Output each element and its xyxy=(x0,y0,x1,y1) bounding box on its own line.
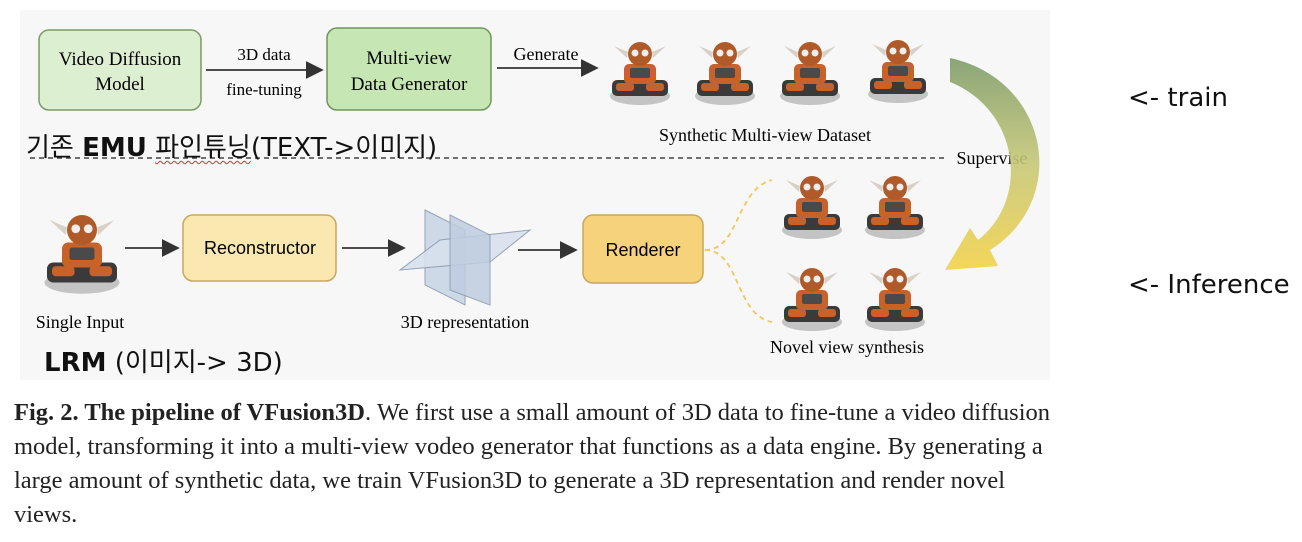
synthetic-robot-3 xyxy=(780,42,840,105)
caption-text: . We first use a small amount of 3D data… xyxy=(14,399,1051,528)
renderer-bracket xyxy=(704,179,773,323)
emu-space xyxy=(147,133,155,163)
supervise-curve-arrow xyxy=(945,58,1040,270)
finetune-label-2: fine-tuning xyxy=(226,80,302,99)
representation-label: 3D representation xyxy=(401,312,529,332)
triplane-representation xyxy=(398,209,532,306)
single-input-label: Single Input xyxy=(36,312,125,332)
reconstructor-label: Reconstructor xyxy=(204,238,316,258)
lrm-annotation: LRM (이미지-> 3D) xyxy=(44,342,283,379)
synthetic-robot-2 xyxy=(695,42,755,105)
multiview-generator-label-2: Data Generator xyxy=(351,74,468,95)
emu-annotation: 기존 EMU 파인튜닝(TEXT->이미지) xyxy=(26,127,437,164)
inference-annotation: <- Inference xyxy=(1128,270,1290,300)
reconstructor-box xyxy=(182,214,337,282)
video-diffusion-label-1: Video Diffusion xyxy=(59,49,182,70)
video-diffusion-label-2: Model xyxy=(95,74,145,95)
emu-suffix: (TEXT->이미지) xyxy=(250,133,438,163)
multiview-generator-box xyxy=(326,27,492,111)
caption-bold: Fig. 2. The pipeline of VFusion3D xyxy=(14,399,366,426)
emu-bold: EMU xyxy=(82,133,147,163)
renderer-box xyxy=(582,214,704,284)
novel-view-label: Novel view synthesis xyxy=(770,337,924,357)
train-annotation: <- train xyxy=(1128,83,1228,113)
emu-finetune: 파인튜닝 xyxy=(155,133,251,163)
emu-prefix: 기존 xyxy=(26,133,83,163)
lrm-bold: LRM xyxy=(44,348,107,378)
novel-view-robot-2 xyxy=(865,176,925,239)
pipeline-diagram: Video Diffusion Model 3D data fine-tunin… xyxy=(30,27,1040,357)
generate-label: Generate xyxy=(514,44,579,64)
lrm-suffix: (이미지-> 3D) xyxy=(106,348,283,378)
single-input-robot xyxy=(44,215,120,294)
video-diffusion-box xyxy=(38,29,202,111)
synthetic-robot-4 xyxy=(868,40,928,103)
renderer-label: Renderer xyxy=(605,240,680,260)
novel-view-robot-4 xyxy=(865,268,925,331)
novel-view-robot-1 xyxy=(782,176,842,239)
dataset-label: Synthetic Multi-view Dataset xyxy=(659,125,871,145)
synthetic-robot-1 xyxy=(610,42,670,105)
novel-view-robot-3 xyxy=(782,268,842,331)
finetune-label-1: 3D data xyxy=(237,45,291,64)
multiview-generator-label-1: Multi-view xyxy=(366,48,452,69)
figure-caption: Fig. 2. The pipeline of VFusion3D. We fi… xyxy=(14,396,1054,532)
